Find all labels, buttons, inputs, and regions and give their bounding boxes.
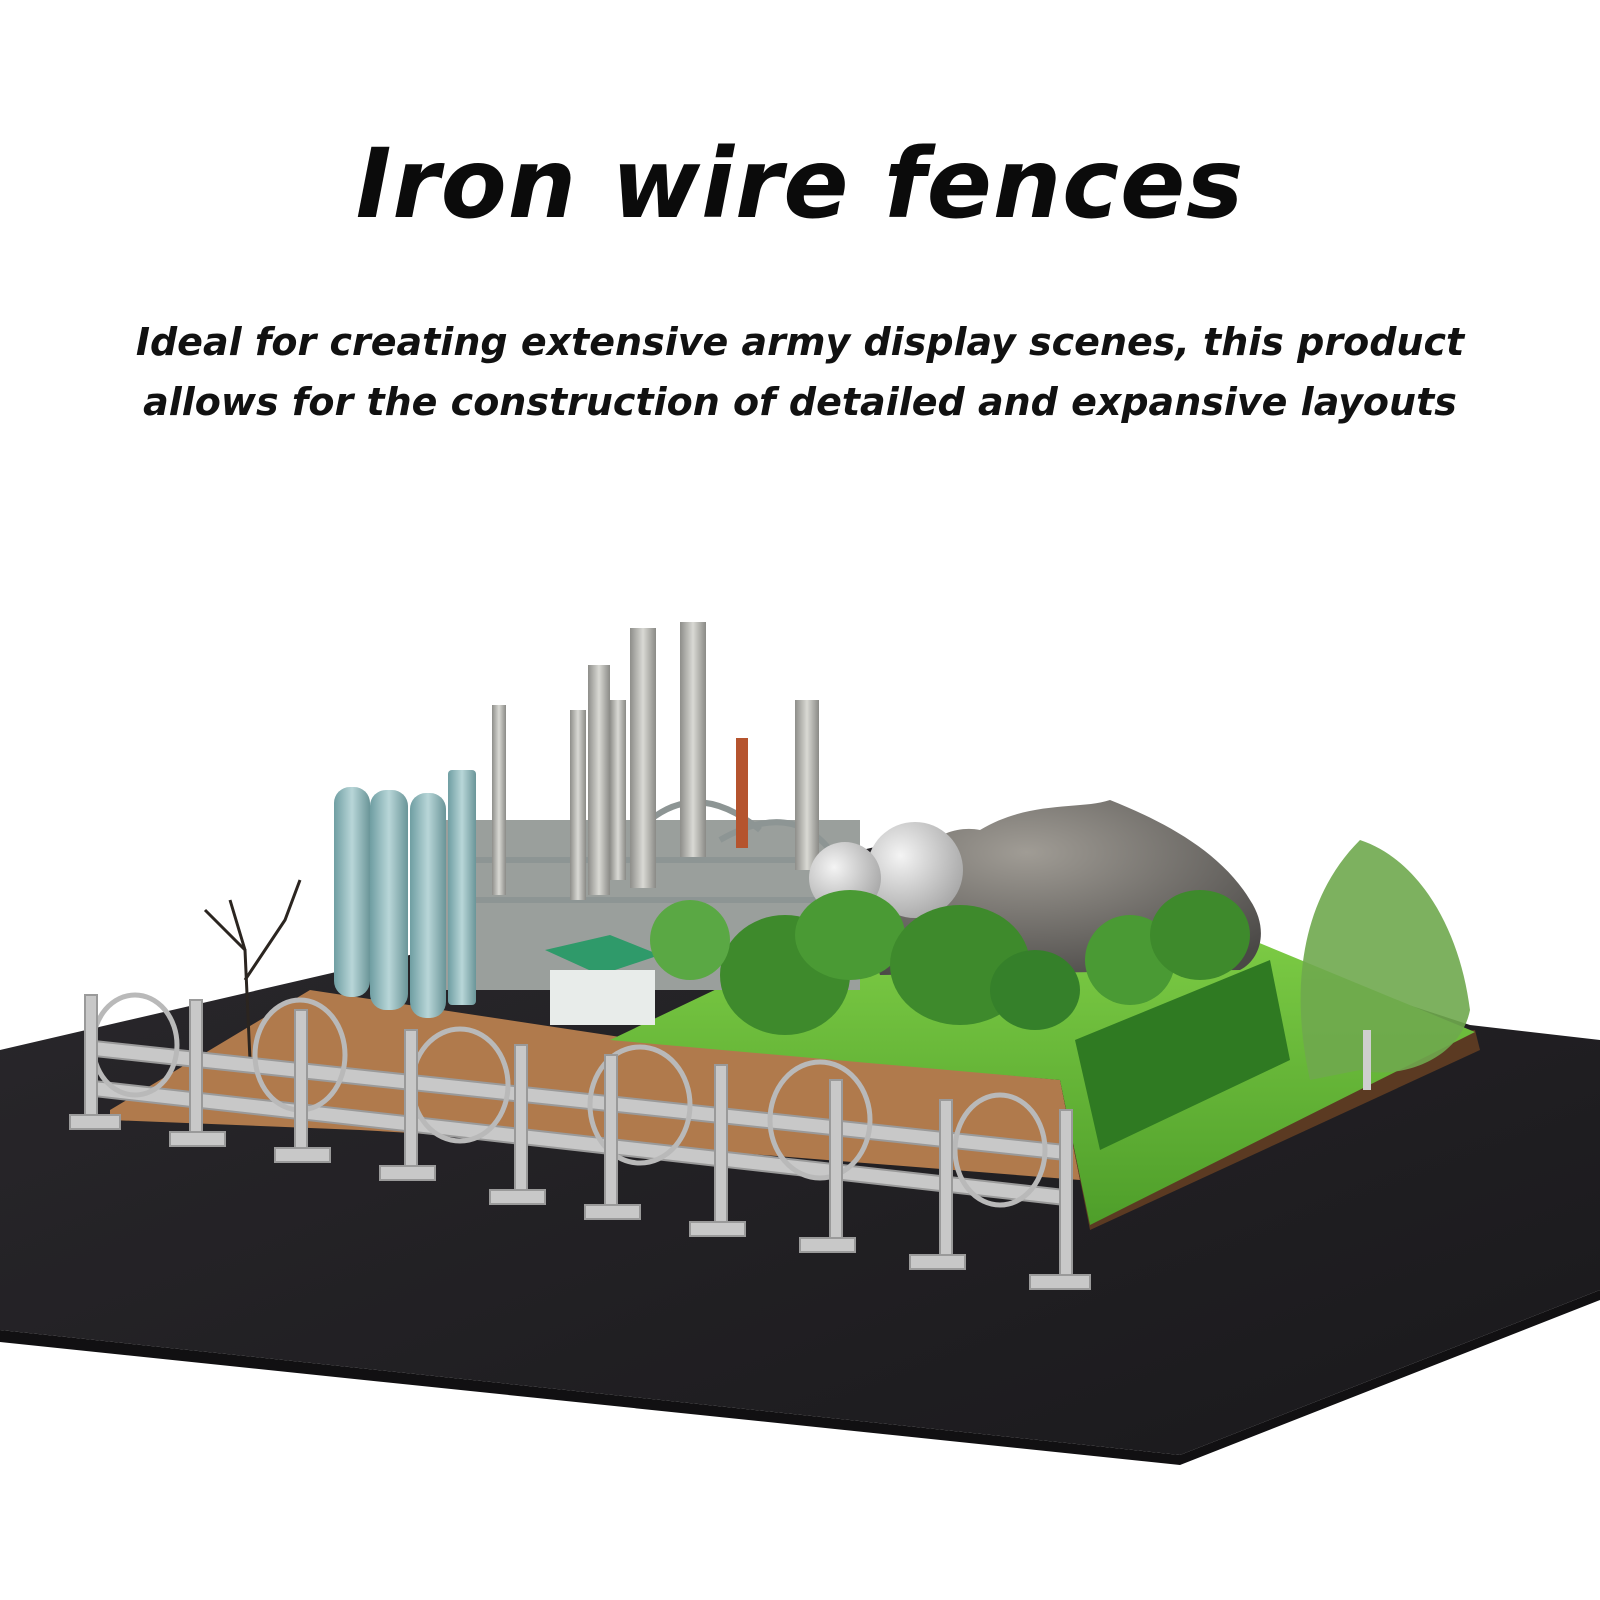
storage-sphere-large <box>867 822 963 918</box>
hedge <box>1075 960 1290 1150</box>
bare-tree <box>203 879 302 1061</box>
willow-tree <box>1300 840 1470 1080</box>
storage-tanks <box>334 770 476 1018</box>
page-title: Iron wire fences <box>355 128 1245 240</box>
building-wall <box>550 970 655 1025</box>
tree-cluster <box>650 890 1250 1035</box>
description-line-1: Ideal for creating extensive army displa… <box>135 320 1465 364</box>
product-description: Ideal for creating extensive army displa… <box>100 312 1500 432</box>
description-line-2: allows for the construction of detailed … <box>143 380 1457 424</box>
iron-wire-fence <box>69 992 1091 1290</box>
willow-trunk <box>1363 1030 1371 1090</box>
building-roof <box>545 935 660 975</box>
chimney-stacks <box>492 622 819 900</box>
